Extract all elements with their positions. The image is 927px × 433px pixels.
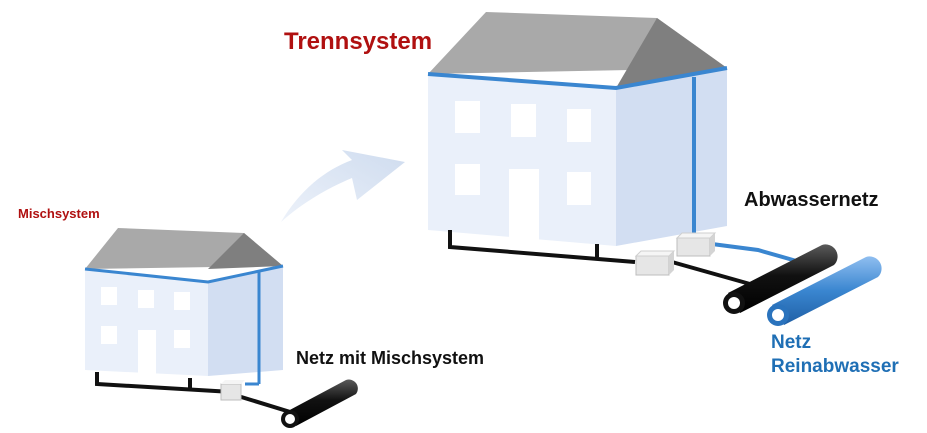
transition-arrow-icon xyxy=(281,150,405,222)
small-house-eave xyxy=(84,264,284,284)
small-house-icon xyxy=(84,228,301,417)
small-house-inspection-box xyxy=(220,383,242,401)
small-house-ground-drain xyxy=(95,372,233,394)
large-house-side-wall xyxy=(616,68,727,246)
clean-water-label-line1: Netz xyxy=(771,332,812,353)
combined-sewer-pipe-icon xyxy=(281,379,358,428)
large-house-roof-side xyxy=(616,18,727,88)
small-house-side-wall xyxy=(208,266,283,376)
clean-water-network-label: Netz Reinabwasser xyxy=(771,331,899,379)
large-house-inspection-box-clean xyxy=(675,232,717,257)
clean-water-pipe-icon xyxy=(767,256,882,326)
wastewater-pipe-icon xyxy=(723,244,838,314)
large-house-wastewater-connection xyxy=(671,260,751,286)
large-house-wastewater-drain xyxy=(448,230,636,264)
wastewater-network-label: Abwassernetz xyxy=(744,189,879,211)
large-house-windows xyxy=(455,101,591,242)
large-house-icon xyxy=(427,12,801,286)
large-house-eave xyxy=(427,66,728,91)
small-house-windows xyxy=(101,287,190,374)
mischsystem-title: Mischsystem xyxy=(18,206,100,221)
large-house-inspection-box-wastewater xyxy=(634,250,676,276)
trennsystem-title: Trennsystem xyxy=(284,28,433,55)
large-house-clean-water-connection xyxy=(711,242,801,264)
clean-water-label-line2: Reinabwasser xyxy=(771,356,899,377)
combined-sewer-label: Netz mit Mischsystem xyxy=(296,348,485,368)
small-house-roof-side xyxy=(208,233,283,269)
